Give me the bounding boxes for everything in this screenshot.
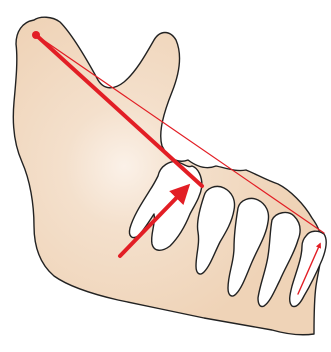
condyle-point (32, 31, 40, 39)
